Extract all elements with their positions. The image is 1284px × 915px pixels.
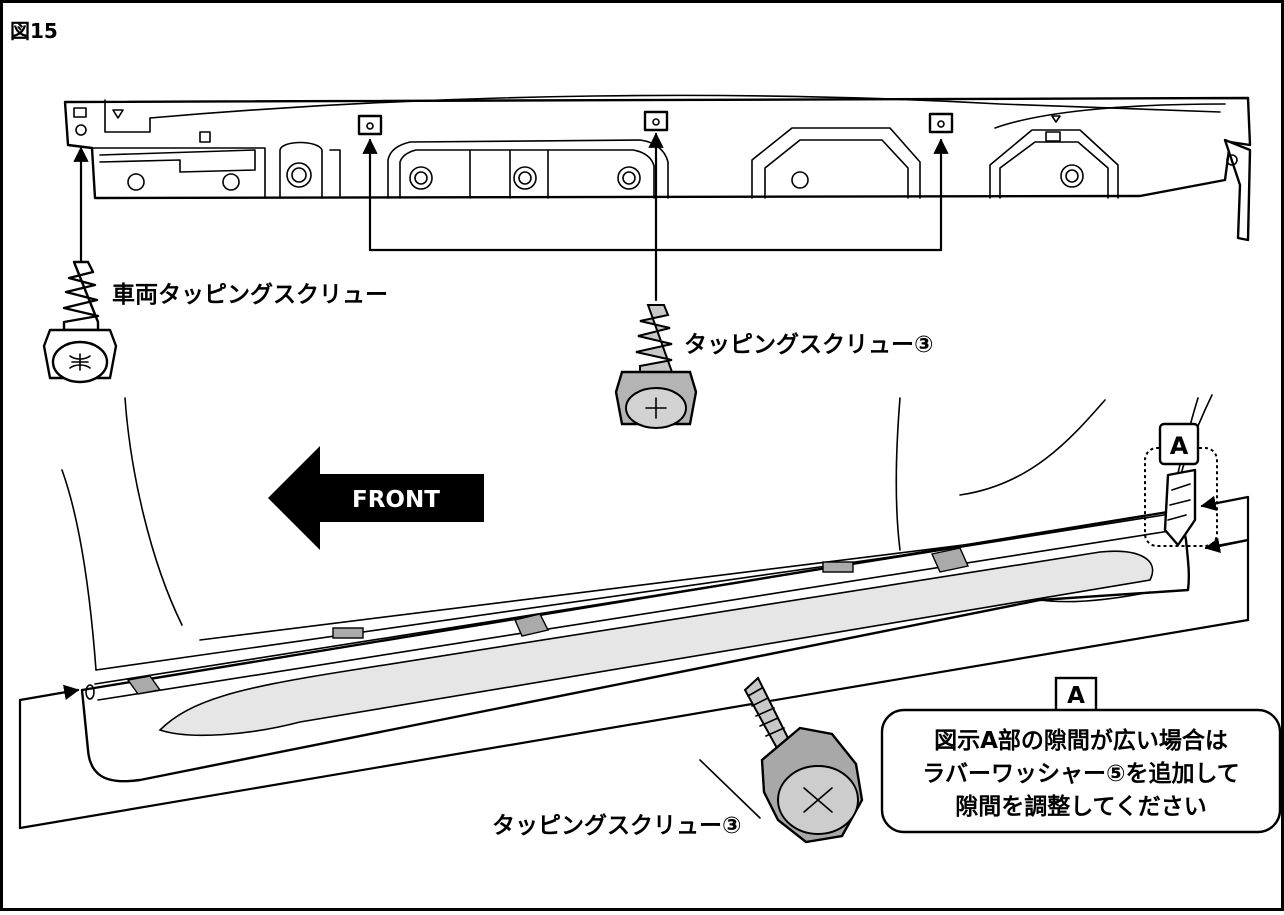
note-line-3: 隙間を調整してください bbox=[955, 793, 1207, 820]
note-line-2: ラバーワッシャー⑤を追加して bbox=[922, 760, 1240, 787]
note-box bbox=[880, 708, 1282, 834]
note-line-1: 図示A部の隙間が広い場合は bbox=[934, 727, 1228, 754]
detail-a-marker-label: A bbox=[1170, 432, 1189, 460]
rear-screw-arrows bbox=[1200, 495, 1250, 553]
tapping-screw-bottom-icon bbox=[743, 676, 864, 844]
detail-a-marker bbox=[1158, 422, 1200, 466]
side-skirt-installed bbox=[80, 468, 1197, 783]
side-skirt-rear-view bbox=[63, 94, 1252, 242]
vehicle-tapping-screw-label: 車両タッピングスクリュー bbox=[112, 281, 388, 308]
front-direction-arrow: FRONT bbox=[268, 446, 484, 550]
vehicle-tapping-screw-icon bbox=[42, 260, 118, 384]
front-screw-leader bbox=[18, 538, 1250, 830]
tapping-screw-bottom-label: タッピングスクリュー③ bbox=[492, 812, 741, 839]
figure-label: 図15 bbox=[10, 19, 58, 43]
front-arrow-label: FRONT bbox=[352, 487, 440, 513]
gap-adjustment-note: A 図示A部の隙間が広い場合は ラバーワッシャー⑤を追加して 隙間を調整してくだ… bbox=[880, 676, 1282, 834]
tapping-screw-top-icon bbox=[614, 304, 698, 429]
note-marker-label: A bbox=[1067, 683, 1085, 709]
tapping-screw-top-label: タッピングスクリュー③ bbox=[684, 331, 933, 358]
screw-position-arrows bbox=[73, 132, 949, 302]
